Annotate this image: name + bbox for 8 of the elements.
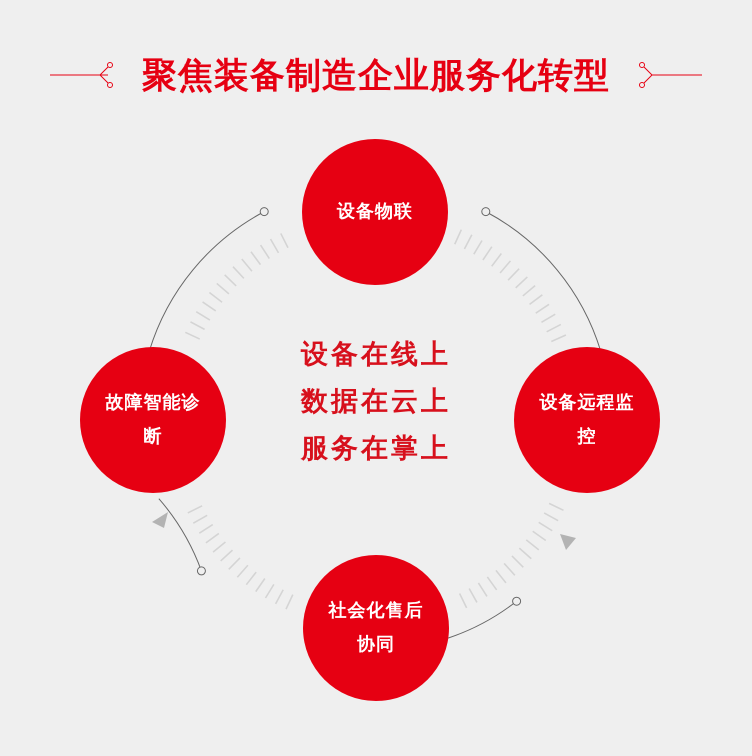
title: 聚焦装备制造企业服务化转型 <box>142 55 610 98</box>
stage-circle: 社会化售后协同 <box>303 555 449 701</box>
stage-circle: 设备远程监控 <box>514 347 660 493</box>
stage-circle: 设备物联 <box>302 139 448 285</box>
stage-circle: 故障智能诊断 <box>80 347 226 493</box>
slogan-text: 数据在云上 <box>301 385 451 419</box>
slogan-text: 设备在线上 <box>301 338 451 372</box>
slogan-text: 服务在掌上 <box>301 432 451 466</box>
